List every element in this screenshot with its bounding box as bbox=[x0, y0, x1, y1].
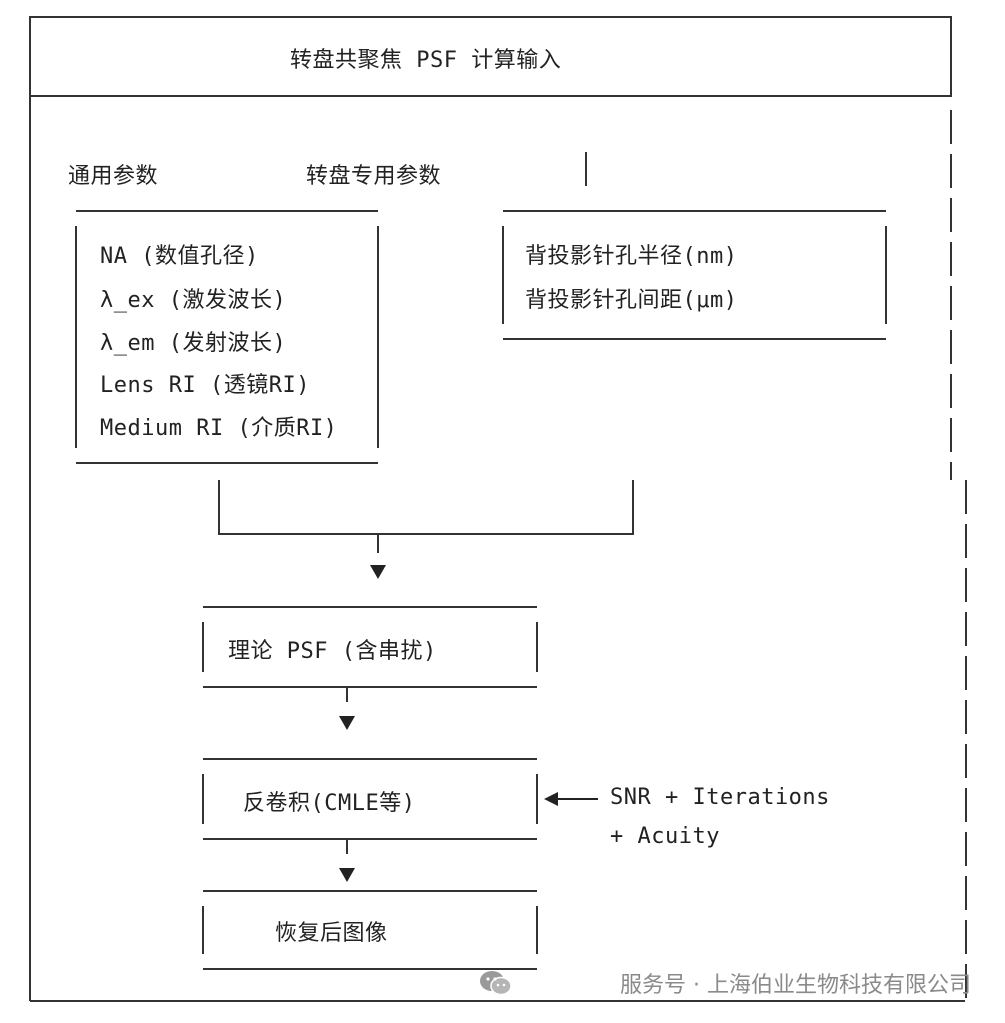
deconvolution-box bbox=[202, 758, 538, 840]
param-lens-ri: Lens RI (透镜RI) bbox=[100, 373, 310, 398]
wechat-icon bbox=[480, 971, 512, 996]
result-box-label: 恢复后图像 bbox=[275, 921, 388, 946]
outer-right-border-dashed-lower bbox=[965, 480, 967, 1000]
connector-left-drop bbox=[218, 480, 220, 535]
arrow-down-icon bbox=[370, 565, 386, 579]
psf-box-label: 理论 PSF (含串扰) bbox=[228, 639, 437, 664]
general-params-label: 通用参数 bbox=[68, 164, 159, 189]
param-lambda-ex: λ_ex (激发波长) bbox=[100, 288, 287, 313]
connector-merge-line bbox=[218, 533, 634, 535]
spinning-params-label: 转盘专用参数 bbox=[306, 164, 442, 189]
spinning-params-box bbox=[502, 210, 887, 340]
param-pinhole-radius: 背投影针孔半径(nm) bbox=[525, 244, 738, 269]
connector-deconv-result bbox=[346, 838, 348, 854]
param-medium-ri: Medium RI (介质RI) bbox=[100, 416, 338, 441]
outer-right-border-top bbox=[950, 16, 952, 96]
connector-center-drop bbox=[377, 535, 379, 553]
param-pinhole-spacing: 背投影针孔间距(μm) bbox=[525, 288, 738, 313]
section-separator bbox=[585, 152, 587, 186]
arrow-down-icon bbox=[339, 868, 355, 882]
arrow-left-icon bbox=[544, 792, 598, 806]
param-na: NA (数值孔径) bbox=[100, 244, 259, 269]
result-box bbox=[202, 890, 538, 970]
connector-psf-deconv bbox=[346, 686, 348, 702]
arrow-down-icon bbox=[339, 716, 355, 730]
outer-right-border-dashed bbox=[950, 110, 952, 480]
deconvolution-box-label: 反卷积(CMLE等) bbox=[243, 791, 416, 816]
general-params-box bbox=[75, 210, 379, 464]
title-divider bbox=[30, 95, 952, 97]
outer-bottom-border bbox=[30, 1000, 965, 1002]
side-input-line1: SNR + Iterations bbox=[610, 785, 830, 810]
watermark-text: 服务号 · 上海伯业生物科技有限公司 bbox=[620, 973, 971, 998]
psf-box bbox=[202, 606, 538, 688]
outer-left-border bbox=[29, 16, 31, 1001]
param-lambda-em: λ_em (发射波长) bbox=[100, 331, 287, 356]
side-input-line2: + Acuity bbox=[610, 824, 720, 849]
connector-right-drop bbox=[632, 480, 634, 535]
diagram-title: 转盘共聚焦 PSF 计算输入 bbox=[290, 48, 562, 73]
outer-top-border bbox=[30, 16, 952, 18]
